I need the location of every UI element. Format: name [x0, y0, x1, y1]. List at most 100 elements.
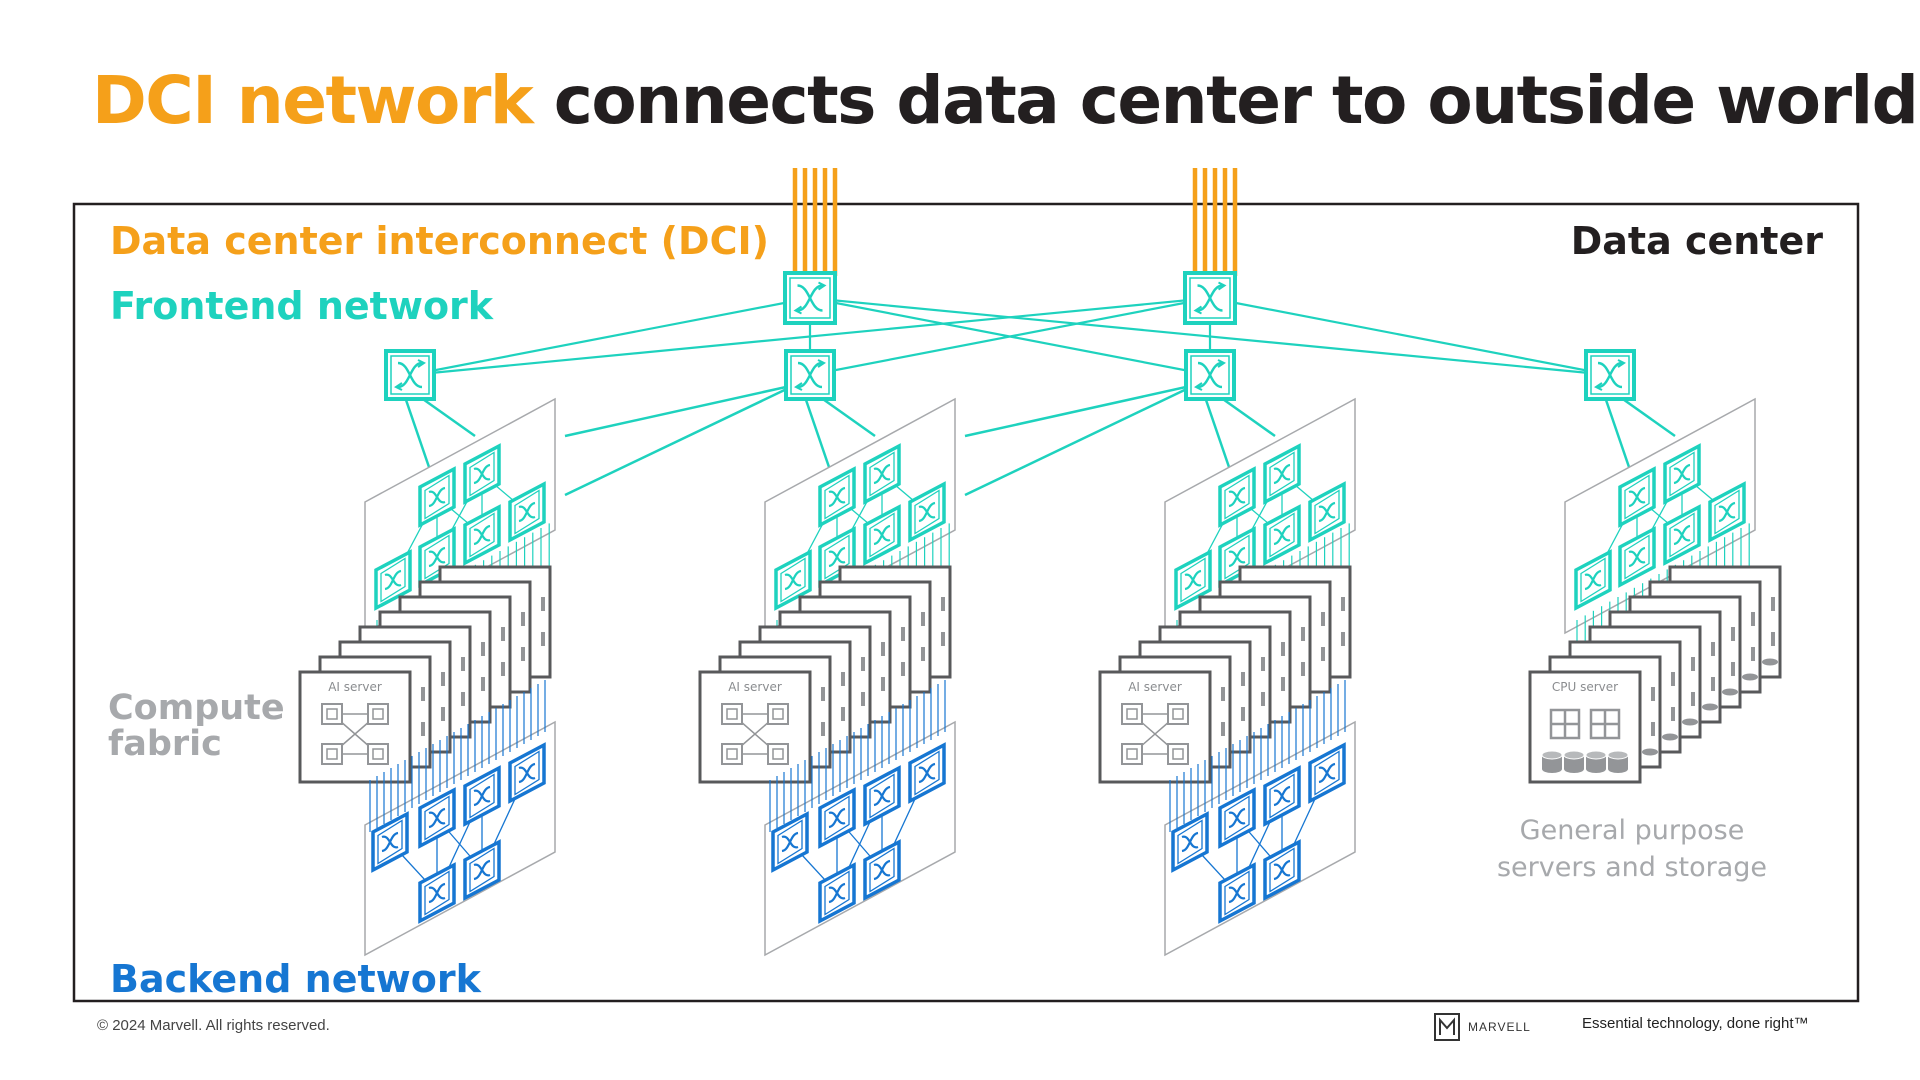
- frontend-pod-switch: [774, 549, 812, 611]
- title-rest: connects data center to outside world: [532, 62, 1919, 139]
- frontend-spine-switch: [1183, 271, 1237, 325]
- frontend-pod-switch: [863, 504, 901, 566]
- frontend-pod-switch: [418, 466, 456, 528]
- server-card: [698, 670, 812, 784]
- frontend-leaf-switch: [384, 349, 436, 401]
- backend-pod-plane: [364, 720, 556, 957]
- frontend-spine-switch: [783, 271, 837, 325]
- frontend-pod-switch: [1663, 443, 1701, 505]
- backend-pod-switch: [463, 765, 501, 827]
- frontend-pod-switch: [508, 481, 546, 543]
- frontend-link: [409, 296, 811, 377]
- backend-pod-switch: [1263, 765, 1301, 827]
- data-center-frame: [72, 202, 1860, 1003]
- frontend-pod-switch: [1218, 466, 1256, 528]
- backend-pod-switch: [771, 811, 809, 873]
- gpu-grid-icon: [1121, 703, 1189, 765]
- frontend-pod-switch: [1618, 466, 1656, 528]
- storage-disk-icon: [1662, 733, 1678, 741]
- backend-pod-plane: [1164, 720, 1356, 957]
- marvell-logo: MARVELL: [1433, 1011, 1531, 1043]
- frontend-downlink: [419, 395, 476, 438]
- storage-disk-icon: [1702, 703, 1718, 711]
- frontend-crosslink: [964, 383, 1196, 497]
- gp-label-line1: General purpose: [1520, 815, 1745, 846]
- backend-pod-switch: [818, 862, 856, 924]
- backend-pod-switch: [463, 839, 501, 901]
- backend-label: Backend network: [110, 957, 482, 1001]
- frontend-link: [809, 296, 1211, 377]
- frontend-downlink: [803, 396, 832, 471]
- server-card: [1098, 670, 1212, 784]
- marvell-logo-icon: [1434, 1013, 1460, 1041]
- frontend-pod-switch: [908, 481, 946, 543]
- storage-disk-icon: [1722, 688, 1738, 696]
- storage-disk-icon: [1762, 658, 1778, 666]
- cpu-server-label: CPU server: [1552, 680, 1618, 694]
- backend-pod-switch: [908, 742, 946, 804]
- frontend-downlink: [1603, 396, 1632, 471]
- frontend-downlink: [819, 395, 876, 438]
- tagline: Essential technology, done right™: [1582, 1015, 1809, 1032]
- frontend-label: Frontend network: [110, 284, 494, 328]
- backend-pod-switch: [1218, 862, 1256, 924]
- storage-disk-icon: [1682, 718, 1698, 726]
- backend-pod-switch: [1171, 811, 1209, 873]
- ai-server-label: AI server: [1128, 680, 1182, 694]
- backend-pod-switch: [818, 787, 856, 849]
- backend-pod-switch: [371, 811, 409, 873]
- ai-server-label: AI server: [328, 680, 382, 694]
- page-title: DCI network connects data center to outs…: [92, 62, 1919, 139]
- backend-pod-switch: [1218, 787, 1256, 849]
- compute-label-line2: fabric: [108, 724, 222, 764]
- server-icon: [1549, 708, 1621, 740]
- ai-server-label: AI server: [728, 680, 782, 694]
- brand-name: MARVELL: [1468, 1020, 1531, 1034]
- datacenter-label: Data center: [1571, 219, 1824, 263]
- frontend-downlink: [403, 396, 432, 471]
- gp-label-line2: servers and storage: [1497, 852, 1767, 883]
- frontend-pod-switch: [1174, 549, 1212, 611]
- backend-pod-switch: [418, 862, 456, 924]
- frontend-pod-switch: [818, 466, 856, 528]
- gpu-grid-icon: [321, 703, 389, 765]
- frontend-link: [1209, 296, 1611, 377]
- frontend-pod-switch: [1263, 504, 1301, 566]
- frontend-downlink: [1619, 395, 1676, 438]
- backend-pod-switch: [418, 787, 456, 849]
- frontend-pod-switch: [863, 443, 901, 505]
- frontend-crosslink: [564, 383, 796, 497]
- frontend-pod-switch: [1708, 481, 1746, 543]
- backend-pod-switch: [863, 839, 901, 901]
- title-accent: DCI network: [92, 62, 534, 139]
- storage-disk-icon: [1742, 673, 1758, 681]
- frontend-pod-switch: [374, 549, 412, 611]
- copyright-text: © 2024 Marvell. All rights reserved.: [97, 1017, 330, 1034]
- compute-label-line1: Compute: [108, 688, 285, 728]
- storage-disk-icon: [1541, 750, 1629, 773]
- frontend-pod-switch: [1618, 526, 1656, 588]
- frontend-link: [409, 296, 1211, 377]
- backend-pod-switch: [508, 742, 546, 804]
- frontend-pod-switch: [1308, 481, 1346, 543]
- frontend-crosslink: [564, 383, 796, 438]
- frontend-leaf-switch: [1584, 349, 1636, 401]
- gpu-grid-icon: [721, 703, 789, 765]
- frontend-downlink: [1219, 395, 1276, 438]
- frontend-pod-switch: [1663, 504, 1701, 566]
- frontend-pod-switch: [1574, 549, 1612, 611]
- backend-pod-switch: [863, 765, 901, 827]
- frontend-pod-switch: [463, 504, 501, 566]
- backend-pod-plane: [764, 720, 956, 957]
- storage-disk-icon: [1642, 748, 1658, 756]
- backend-pod-switch: [1263, 839, 1301, 901]
- frontend-pod-switch: [1263, 443, 1301, 505]
- server-card: [298, 670, 412, 784]
- frontend-leaf-switch: [784, 349, 836, 401]
- frontend-downlink: [1203, 396, 1232, 471]
- frontend-crosslink: [964, 383, 1196, 438]
- backend-pod-switch: [1308, 742, 1346, 804]
- frontend-pod-switch: [463, 443, 501, 505]
- dci-label: Data center interconnect (DCI): [110, 219, 769, 263]
